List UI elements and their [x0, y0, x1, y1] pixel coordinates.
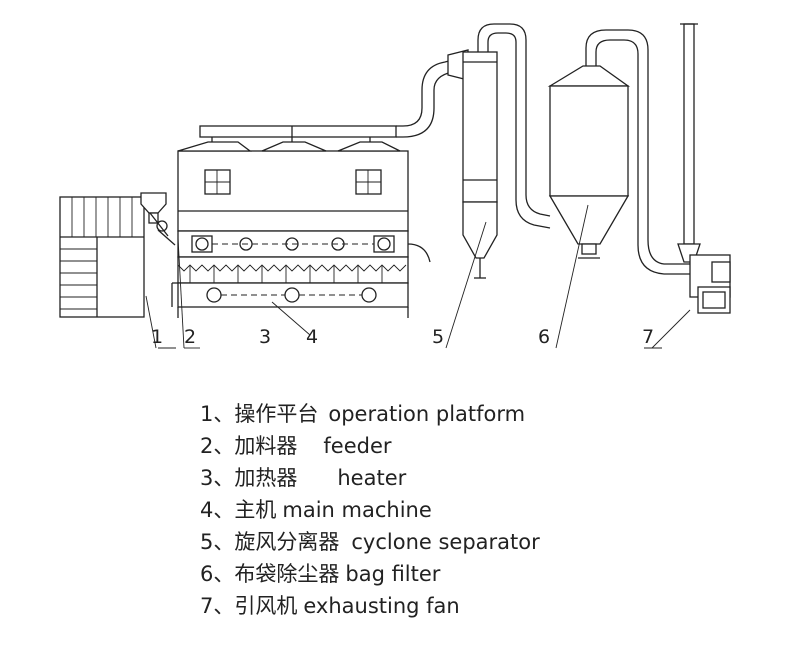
legend-zh: 3、加热器 [200, 466, 298, 490]
legend-en: cyclone separator [351, 530, 540, 554]
legend-item: 3、加热器 heater [200, 462, 540, 494]
exhaust-duct [396, 49, 469, 138]
legend-en: exhausting fan [303, 594, 460, 618]
callout-3: 3 [259, 326, 271, 348]
legend-en: bag filter [345, 562, 441, 586]
legend-zh: 7、引风机 [200, 594, 298, 618]
legend-zh: 6、布袋除尘器 [200, 562, 340, 586]
main-machine [171, 125, 431, 318]
callout-numbers: 1 2 3 4 5 6 7 [151, 326, 654, 348]
callout-leaders [145, 204, 691, 349]
callout-6: 6 [538, 326, 550, 348]
bag-filter [547, 29, 690, 275]
exhausting-fan [677, 23, 731, 314]
callout-1: 1 [151, 326, 163, 348]
legend-en: operation platform [328, 402, 526, 426]
operation-platform [59, 196, 145, 318]
callout-5: 5 [432, 326, 444, 348]
legend-list: 1、操作平台 operation platform 2、加料器 feeder 3、加… [200, 398, 540, 622]
legend-item: 5、旋风分离器 cyclone separator [200, 526, 540, 558]
callout-7: 7 [642, 326, 654, 348]
feeder [140, 192, 176, 246]
legend-zh: 2、加料器 [200, 434, 298, 458]
callout-4: 4 [306, 326, 318, 348]
legend-item: 1、操作平台 operation platform [200, 398, 540, 430]
legend-en: feeder [323, 434, 392, 458]
legend-zh: 1、操作平台 [200, 402, 319, 426]
legend-en: main machine [282, 498, 432, 522]
legend-zh: 4、主机 [200, 498, 277, 522]
legend-zh: 5、旋风分离器 [200, 530, 340, 554]
cyclone-separator [462, 23, 551, 279]
legend-en: heater [337, 466, 407, 490]
callout-2: 2 [184, 326, 196, 348]
legend-item: 2、加料器 feeder [200, 430, 540, 462]
